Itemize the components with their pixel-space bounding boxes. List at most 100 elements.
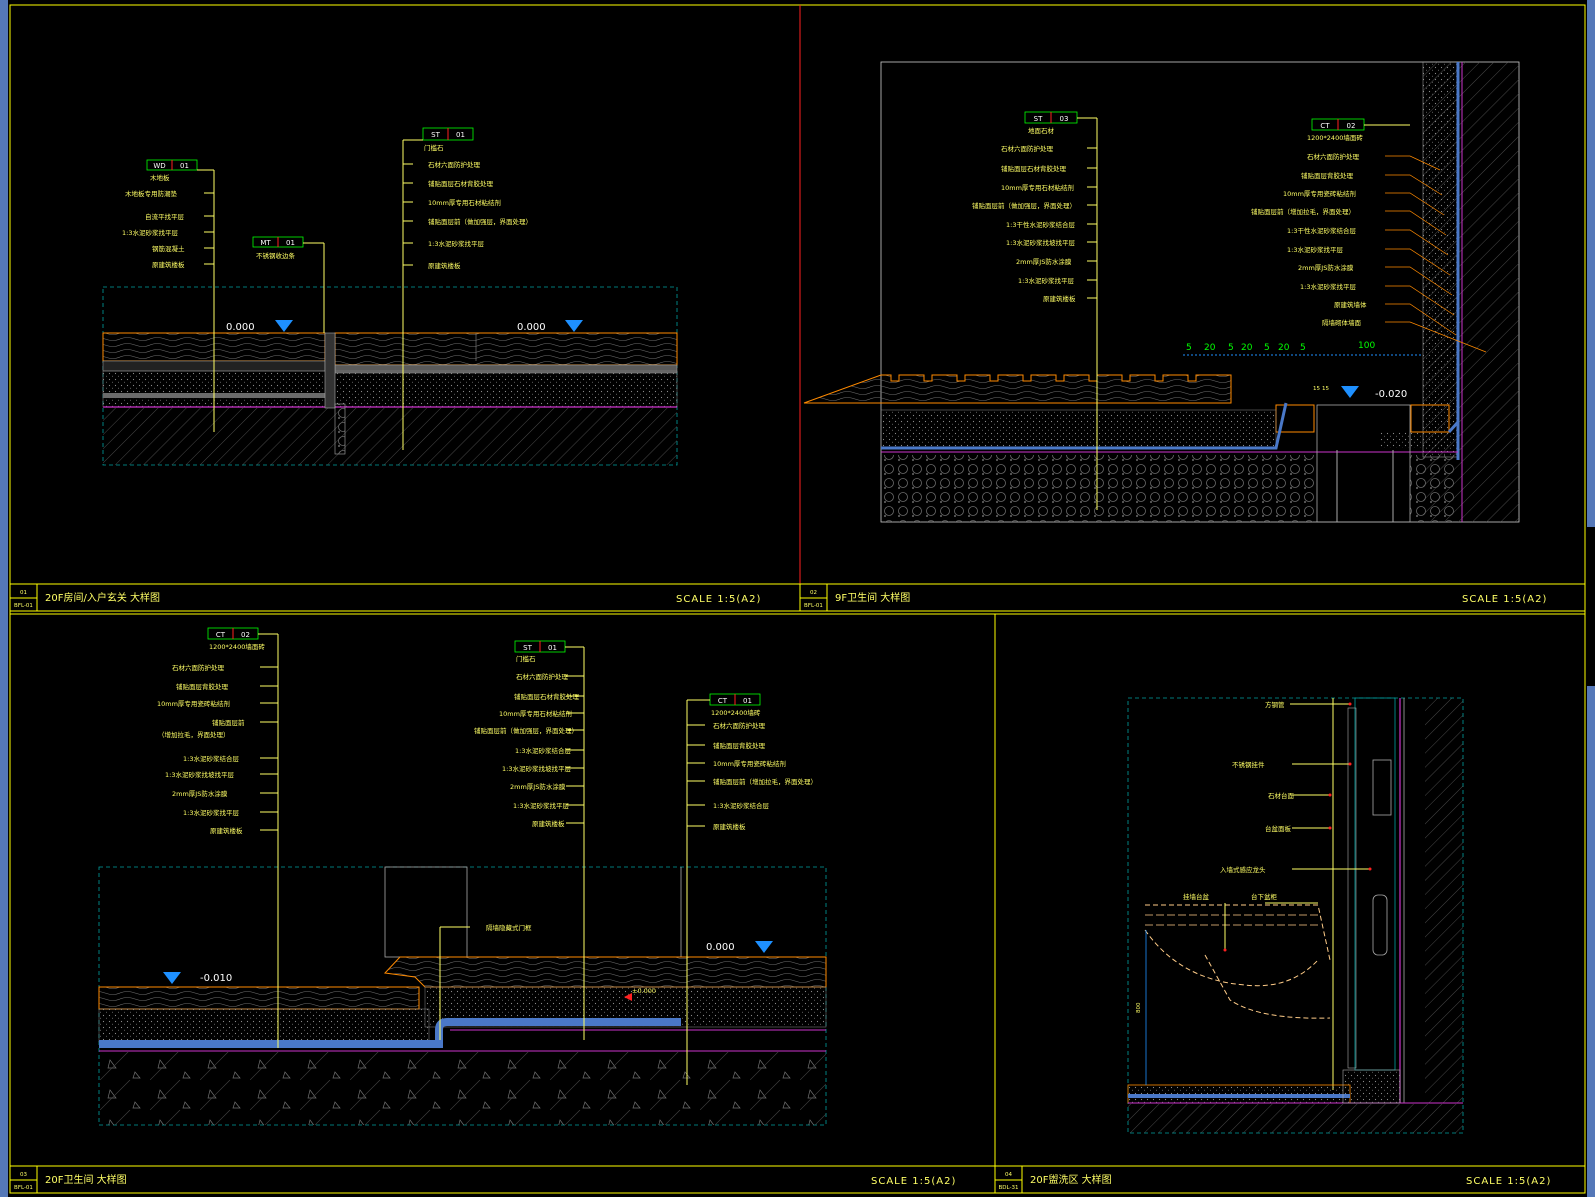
note: 不锈钢挂件 [1232,760,1265,769]
dimension-side: 15 [1322,386,1329,392]
panel-title: 20F房间/入户玄关 大样图 [45,591,160,604]
material-tag-ct2[interactable]: CT 02 1200*2400墙面砖 [207,627,278,651]
elevation-label: 0.000 [226,322,255,333]
material-tag-wd[interactable]: WD 01 木地板 [146,159,214,182]
note: 台下盆柜 [1251,892,1278,901]
panel-number: 02 [810,590,817,596]
note: 铺贴面层前（做加强层，界面处理） [428,217,532,226]
panel-scale: SCALE 1:5(A2) [676,594,761,605]
material-tag-st[interactable]: ST 01 门槛石 [403,127,474,152]
elevation-label: ±0.000 [632,987,656,995]
note: 石材六面防护处理 [516,672,569,681]
panel-title: 20F卫生间 大样图 [45,1173,127,1186]
dimension: 100 [1358,341,1375,351]
title-bar-2: 02 BFL-01 9F卫生间 大样图 SCALE 1:5(A2) [799,583,1586,612]
tag-code: ST [523,644,532,652]
note: 2mm厚JS防水涂膜 [1298,263,1354,272]
title-bar-3: 03 BFL-01 20F卫生间 大样图 SCALE 1:5(A2) [9,1165,996,1194]
note: 挂墙台盆 [1183,892,1210,901]
panel-number: 04 [1005,1172,1012,1178]
dimension: 5 [1300,343,1306,353]
dimension: 20 [1204,343,1216,353]
elevation-marker-icon [1341,386,1359,398]
detail-panel-2[interactable]: 5 20 5 20 5 20 5 100 15 15 -0.020 ST 03 … [803,61,1520,523]
note: 1:3干性水泥砂浆结合层 [1287,226,1356,235]
tag-name: 1200*2400墙砖 [711,708,761,717]
material-tag-st[interactable]: ST 03 地面石材 [1024,111,1097,135]
elevation-label: -0.020 [1375,389,1407,400]
right-notes: 石材六面防护处理 铺贴面层石材背胶处理 10mm厚专用石材粘结剂 铺贴面层前（做… [403,160,532,270]
material-tag-st[interactable]: ST 01 门槛石 [514,640,584,663]
note: 石材六面防护处理 [428,160,481,169]
elevation-marker-icon [163,972,181,984]
material-tag-ct[interactable]: CT 02 1200*2400墙面砖 [1307,118,1410,142]
note: 1:3水泥砂浆找平层 [1300,282,1356,291]
tag-number: 01 [456,131,465,139]
note: 铺贴面层前 [212,718,245,727]
note: 1:3水泥砂浆找平层 [183,808,239,817]
notes-b: 石材六面防护处理 铺贴面层石材背胶处理 10mm厚专用石材粘结剂 铺贴面层前（做… [474,672,584,828]
panel-sheet: BFL-01 [804,603,823,609]
elevation-marker-icon [275,320,293,332]
notes-a: 石材六面防护处理 铺贴面层背胶处理 10mm厚专用瓷砖粘结剂 铺贴面层前 （增加… [157,663,278,835]
note: 铺贴面层前（做加强层，界面处理） [474,726,578,735]
elevation-label: 0.000 [706,942,735,953]
note: 石材六面防护处理 [1001,144,1054,153]
note: 原建筑楼板 [532,819,565,828]
note: 2mm厚JS防水涂膜 [510,782,566,791]
detail-panel-3[interactable]: -0.010 0.000 ±0.000 隔墙隐藏式门框 CT 02 1200*2… [98,627,827,1126]
note: 铺贴面层石材背胶处理 [1001,164,1067,173]
tag-number: 02 [1347,122,1356,130]
tag-code: ST [431,131,440,139]
wall-notes: 石材六面防护处理 铺贴面层背胶处理 10mm厚专用瓷砖粘结剂 铺贴面层前（增加拉… [1251,152,1487,353]
left-notes: 木地板专用防潮垫 自流平找平层 1:3水泥砂浆找平层 钢筋混凝土 原建筑楼板 [122,189,214,269]
note: 1:3水泥砂浆找坡找平层 [165,770,234,779]
tag-code: CT [718,697,728,705]
note: 铺贴面层前（增加拉毛，界面处理） [713,777,817,786]
dimension: 20 [1278,343,1290,353]
title-bar-4: 04 BDL-31 20F盥洗区 大样图 SCALE 1:5(A2) [994,1165,1586,1194]
dimension: 800 [1136,1002,1142,1013]
tag-code: WD [153,162,165,170]
dimension: 5 [1264,343,1270,353]
detail-panel-1[interactable]: 0.000 0.000 WD 01 木地板 MT 01 不锈钢收边条 [102,127,678,466]
title-bar-1: 01 BFL-01 20F房间/入户玄关 大样图 SCALE 1:5(A2) [9,583,801,612]
arrow-icon [624,993,632,1001]
dimension: 5 [1228,343,1234,353]
tag-name: 门槛石 [424,143,444,152]
note: 铺贴面层背胶处理 [176,682,229,691]
detail-panel-4[interactable]: 800 方钢管 不锈钢挂件 石材台面 台盆面板 入墙式感应龙头 挂墙台盆 台下盆… [1127,697,1464,1134]
note: 原建筑楼板 [210,826,243,835]
note: 铺贴面层前（增加拉毛，界面处理） [1251,207,1355,216]
tag-code: CT [216,631,226,639]
note: 原建筑楼板 [713,822,746,831]
note: 10mm厚专用瓷砖粘结剂 [1283,189,1356,198]
note: 原建筑墙体 [1334,300,1367,309]
material-tag-ct1[interactable]: CT 01 1200*2400墙砖 [687,693,761,717]
note: 1:3水泥砂浆结合层 [183,754,239,763]
panel-title: 20F盥洗区 大样图 [1030,1173,1112,1186]
right-edge-bar-top [1587,0,1595,527]
material-tag-mt[interactable]: MT 01 不锈钢收边条 [252,236,324,260]
note: 10mm厚专用石材粘结剂 [428,198,501,207]
tag-number: 02 [241,631,250,639]
note: 2mm厚JS防水涂膜 [1016,257,1072,266]
elevation-marker-icon [565,320,583,332]
note: 铺贴面层背胶处理 [1301,171,1354,180]
note: 石材六面防护处理 [1307,152,1360,161]
tag-number: 01 [286,239,295,247]
note: 原建筑楼板 [152,260,185,269]
p4-labels: 方钢管 不锈钢挂件 石材台面 台盆面板 入墙式感应龙头 挂墙台盆 台下盆柜 [1183,700,1372,952]
dimension: 5 [1186,343,1192,353]
note: 入墙式感应龙头 [1220,865,1266,874]
panel-scale: SCALE 1:5(A2) [871,1176,956,1187]
panel-number: 01 [20,590,27,596]
tag-name: 门槛石 [516,654,536,663]
note: 1:3水泥砂浆找坡找平层 [502,764,571,773]
note: 1:3水泥砂浆找坡找平层 [1006,238,1075,247]
notes-c: 石材六面防护处理 铺贴面层背胶处理 10mm厚专用瓷砖粘结剂 铺贴面层前（增加拉… [687,721,817,831]
panel-scale: SCALE 1:5(A2) [1462,594,1547,605]
note: 1:3干性水泥砂浆结合层 [1006,220,1075,229]
note: 1:3水泥砂浆结合层 [713,801,769,810]
